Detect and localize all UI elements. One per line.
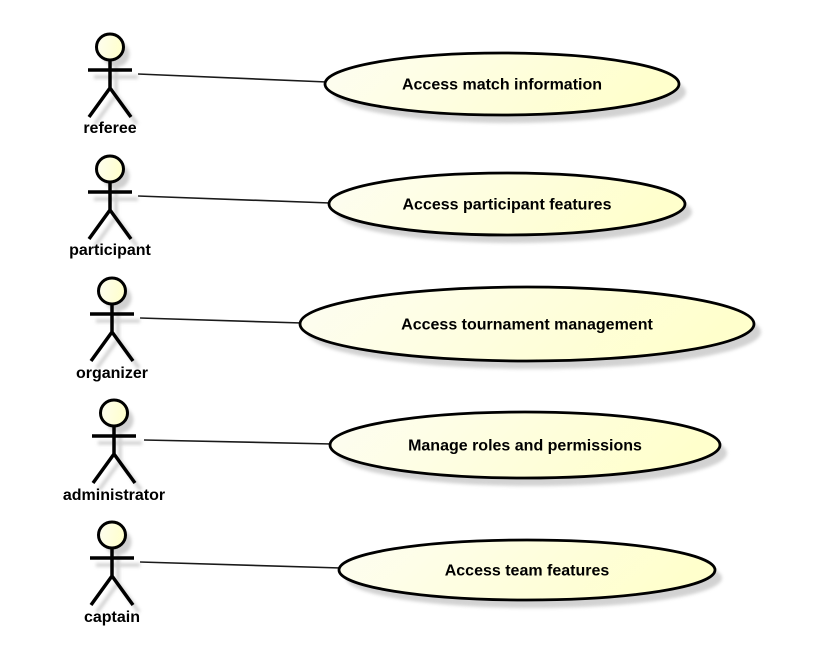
use-case-ellipse: [328, 410, 722, 480]
use-case-label: Manage roles and permissions: [408, 438, 642, 455]
row-captain: Access team features captain: [84, 520, 722, 626]
use-case-label: Access match information: [402, 77, 602, 94]
row-participant: Access participant features participant: [69, 154, 692, 259]
use-case-ellipse: [337, 538, 717, 602]
actor-head-icon: [95, 32, 125, 62]
actor-label: administrator: [63, 487, 165, 504]
actor-label: organizer: [76, 365, 148, 382]
actor-figure: [89, 276, 141, 370]
actor-body-icon: [87, 60, 133, 119]
association-line: [139, 561, 342, 569]
actor-head-icon: [95, 154, 125, 184]
actor-figure: [89, 520, 141, 614]
actor-label: referee: [83, 120, 136, 137]
actor-body-icon: [87, 182, 133, 241]
actor-figure: [91, 398, 143, 492]
actor-body-icon: [89, 304, 135, 363]
actor-head-icon: [97, 520, 127, 550]
use-case-ellipse: [298, 285, 756, 363]
actor-figure: [87, 154, 139, 248]
association-line: [137, 195, 331, 204]
association-line: [139, 317, 303, 324]
association-line: [143, 439, 333, 445]
actor-label: participant: [69, 242, 151, 259]
actor-head-icon: [99, 398, 129, 428]
actor-figure: [87, 32, 139, 126]
association-line: [137, 73, 328, 83]
use-case-ellipse: [323, 51, 681, 117]
use-case-label: Access team features: [445, 563, 610, 580]
use-case-label: Access participant features: [403, 197, 612, 214]
actor-body-icon: [91, 426, 137, 485]
row-administrator: Manage roles and permissions administrat…: [63, 398, 727, 504]
row-organizer: Access tournament management organizer: [76, 276, 761, 382]
actor-label: captain: [84, 609, 140, 626]
row-referee: Access match information referee: [83, 32, 686, 137]
actor-body-icon: [89, 548, 135, 607]
actor-head-icon: [97, 276, 127, 306]
use-case-label: Access tournament management: [401, 317, 653, 334]
use-case-ellipse: [327, 171, 687, 237]
